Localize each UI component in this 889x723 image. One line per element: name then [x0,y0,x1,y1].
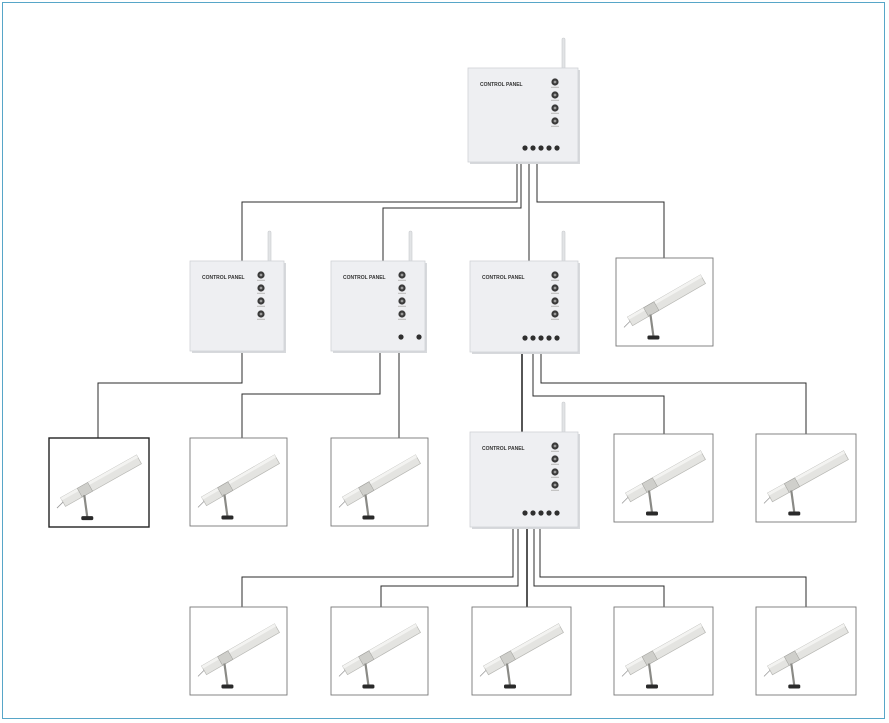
window-actuator-icon [201,454,280,507]
antenna-icon [267,230,272,266]
port-icon [522,145,528,151]
port-icon [416,334,422,340]
actuator-box [189,437,288,527]
panel-body [330,260,426,352]
antenna-icon [561,401,566,437]
antenna-icon [561,230,566,266]
window-actuator-icon [60,454,142,507]
wire [241,352,381,438]
control-panel-cp-l1-b: CONTROL PANEL [330,230,427,353]
control-panel-cp-l1-a: CONTROL PANEL [189,230,286,353]
port-icon [538,335,544,341]
wire [382,162,522,262]
wire [380,527,519,607]
panel-body [467,67,579,163]
panel-body [189,260,285,352]
actuator-box [613,606,714,696]
actuator-box [330,437,429,527]
port-icon [546,510,552,516]
actuator-box [615,257,714,347]
port-icon [538,510,544,516]
window-actuator-icon [483,623,564,676]
wire [536,162,665,258]
wires [97,162,807,607]
window-actuator-icon [625,623,706,676]
port-icon [522,510,528,516]
actuator-box [755,433,857,523]
actuator-box [471,606,572,696]
port-icon [530,145,536,151]
wire [539,527,807,607]
antenna-icon [408,230,413,266]
window-actuator-icon [627,274,706,327]
panel-label: CONTROL PANEL [480,82,523,88]
port-icon [554,510,560,516]
panel-label: CONTROL PANEL [202,275,245,281]
port-icon [554,145,560,151]
control-panel-cp-top: CONTROL PANEL [467,37,580,164]
actuator-box [330,606,429,696]
actuator-box [755,606,857,696]
window-actuator-icon [767,623,849,676]
wire [532,352,665,434]
port-icon [554,335,560,341]
control-panel-cp-l1-c: CONTROL PANEL [469,230,580,354]
wire [241,527,514,607]
actuator-box [189,606,288,696]
port-icon [398,334,404,340]
wire [97,352,243,438]
panel-label: CONTROL PANEL [343,275,386,281]
wire [533,527,665,607]
actuator-box [613,433,714,523]
actuator-box [48,437,150,528]
port-icon [530,335,536,341]
panel-label: CONTROL PANEL [482,446,525,452]
panel-label: CONTROL PANEL [482,275,525,281]
window-actuator-icon [625,450,706,503]
control-panel-cp-l2: CONTROL PANEL [469,401,580,529]
port-icon [522,335,528,341]
window-actuator-icon [342,454,421,507]
wire [540,352,807,434]
port-icon [546,145,552,151]
antenna-icon [561,37,566,73]
window-actuator-icon [342,623,421,676]
port-icon [530,510,536,516]
port-icon [538,145,544,151]
wire [241,162,518,262]
port-icon [546,335,552,341]
